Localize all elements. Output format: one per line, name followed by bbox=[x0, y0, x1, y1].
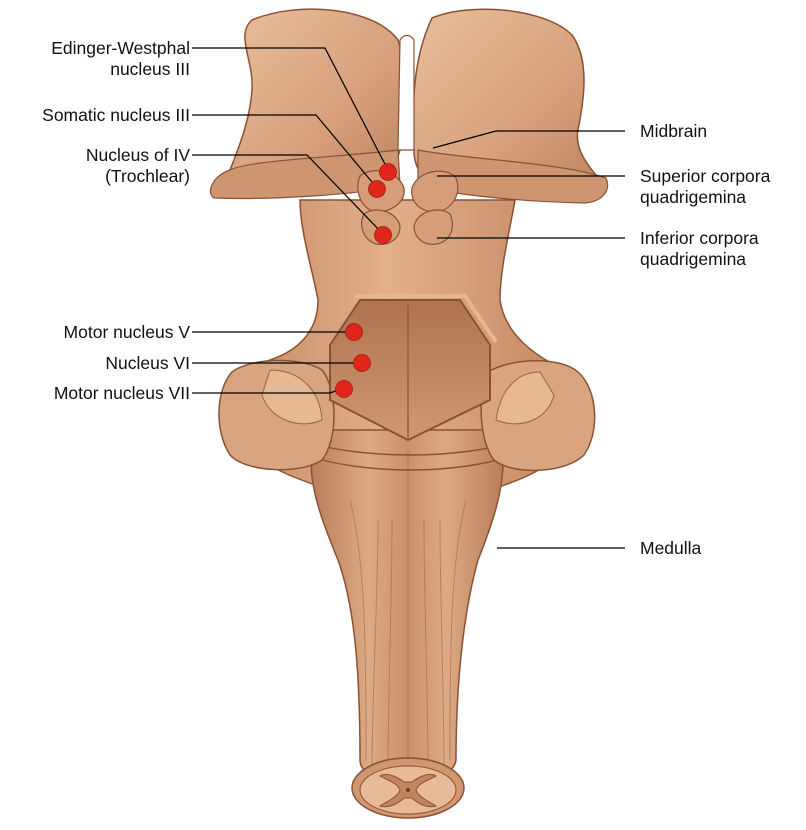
motor-nucleus-vii-dot bbox=[336, 381, 353, 398]
nucleus-iv-dot bbox=[375, 227, 392, 244]
spinal-cord-section bbox=[352, 758, 464, 818]
label-motor-nucleus-v: Motor nucleus V bbox=[64, 322, 190, 343]
label-motor-nucleus-vii: Motor nucleus VII bbox=[54, 383, 190, 404]
edinger-westphal-dot bbox=[380, 164, 397, 181]
midline-cleft bbox=[398, 36, 414, 151]
left-cerebellar-peduncle bbox=[219, 360, 334, 469]
somatic-nucleus-iii-dot bbox=[369, 181, 386, 198]
motor-nucleus-v-dot bbox=[346, 324, 363, 341]
nucleus-vi-dot bbox=[354, 355, 371, 372]
label-midbrain: Midbrain bbox=[640, 121, 707, 142]
label-somatic-nucleus-iii: Somatic nucleus III bbox=[42, 105, 190, 126]
label-nucleus-iv: Nucleus of IV(Trochlear) bbox=[86, 145, 190, 187]
right-cerebellar-peduncle bbox=[481, 361, 595, 471]
medulla bbox=[311, 430, 503, 783]
label-nucleus-vi: Nucleus VI bbox=[105, 353, 190, 374]
label-medulla: Medulla bbox=[640, 538, 701, 559]
